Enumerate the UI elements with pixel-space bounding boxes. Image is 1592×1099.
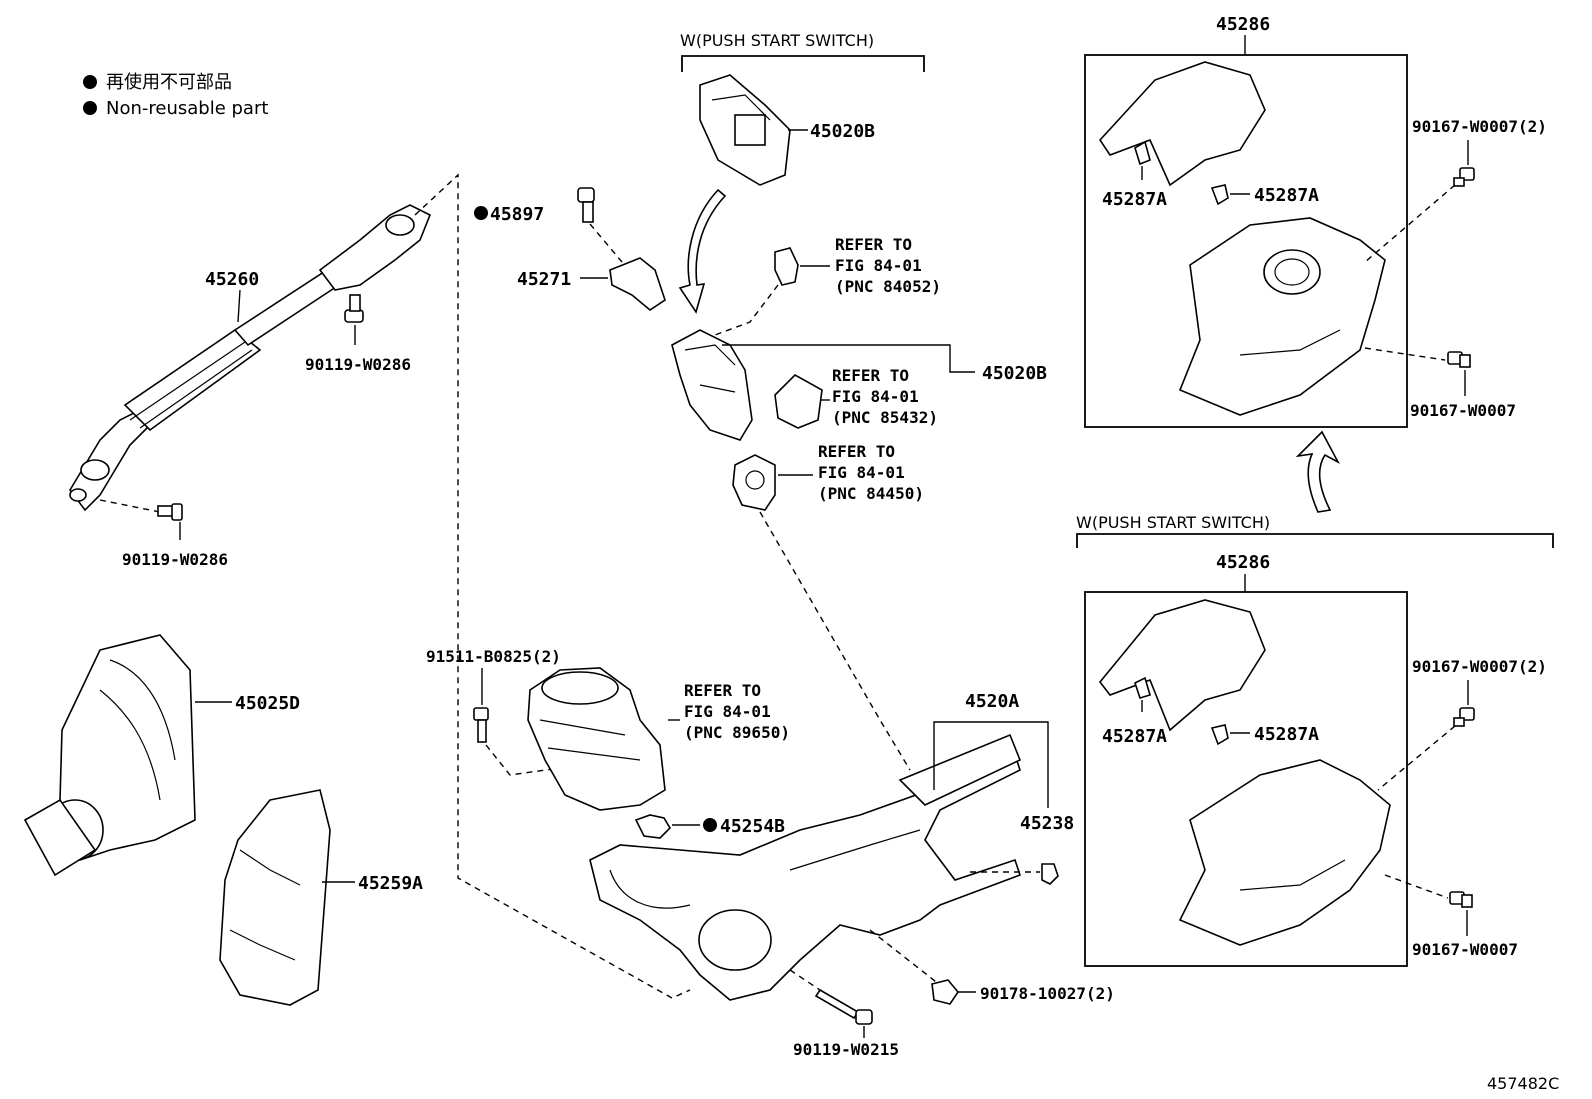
non-reusable-dot-icon bbox=[83, 75, 97, 89]
label-4520A: 4520A bbox=[965, 691, 1019, 712]
group-header-push-start-right: W(PUSH START SWITCH) bbox=[1076, 513, 1270, 532]
column-cover-45259A[interactable] bbox=[219, 789, 331, 1006]
nut-45238[interactable] bbox=[1041, 863, 1059, 885]
label-90119-W0215: 90119-W0215 bbox=[793, 1040, 899, 1059]
label-45287A-tl: 45287A bbox=[1102, 189, 1167, 210]
ref-84450-line3: (PNC 84450) bbox=[818, 484, 924, 503]
label-45025D: 45025D bbox=[235, 693, 300, 714]
label-45897: 45897 bbox=[490, 204, 544, 225]
module-85432[interactable] bbox=[774, 374, 823, 429]
non-reusable-dot-icon bbox=[474, 206, 488, 220]
ignition-switch-45020B-mid[interactable] bbox=[671, 329, 753, 441]
ref-84052-line3: (PNC 84052) bbox=[835, 277, 941, 296]
label-45259A: 45259A bbox=[358, 873, 423, 894]
label-45260: 45260 bbox=[205, 269, 259, 290]
label-45287A-br: 45287A bbox=[1254, 724, 1319, 745]
assembly-arrow-icon bbox=[678, 188, 727, 314]
ignition-switch-45020B-top[interactable] bbox=[699, 74, 791, 186]
assembly-arrow-up-icon bbox=[1295, 430, 1340, 513]
steering-column-4520A[interactable] bbox=[589, 733, 1022, 1001]
legend-english: Non-reusable part bbox=[106, 98, 268, 119]
ref-84450-line1: REFER TO bbox=[818, 442, 895, 461]
clip-45287A-bl[interactable] bbox=[1134, 676, 1151, 699]
clip-45254B[interactable] bbox=[634, 814, 672, 839]
label-91511-B0825: 91511-B0825(2) bbox=[426, 647, 561, 666]
label-90167-W0007-2-bot: 90167-W0007(2) bbox=[1412, 657, 1547, 676]
label-45238: 45238 bbox=[1020, 813, 1074, 834]
ref-84052-line2: FIG 84-01 bbox=[835, 256, 922, 275]
label-45286-bot: 45286 bbox=[1216, 552, 1270, 573]
lower-column-cover-top[interactable] bbox=[1178, 217, 1386, 416]
label-90167-W0007-bot: 90167-W0007 bbox=[1412, 940, 1518, 959]
label-90178-10027: 90178-10027(2) bbox=[980, 984, 1115, 1003]
electric-motor-89650[interactable] bbox=[527, 667, 666, 811]
ref-85432-line2: FIG 84-01 bbox=[832, 387, 919, 406]
label-45287A-bl: 45287A bbox=[1102, 726, 1167, 747]
non-reusable-dot-icon bbox=[83, 101, 97, 115]
label-90167-W0007-2-top: 90167-W0007(2) bbox=[1412, 117, 1547, 136]
lower-column-cover-bot[interactable] bbox=[1178, 759, 1391, 946]
label-45254B: 45254B bbox=[720, 816, 785, 837]
label-45286-top: 45286 bbox=[1216, 14, 1270, 35]
ref-89650-line3: (PNC 89650) bbox=[684, 723, 790, 742]
column-hole-cover-boot[interactable] bbox=[23, 634, 196, 877]
ref-84052-line1: REFER TO bbox=[835, 235, 912, 254]
intermediate-shaft[interactable] bbox=[69, 204, 432, 512]
transponder-ring-84450[interactable] bbox=[732, 454, 776, 511]
group-header-push-start-top: W(PUSH START SWITCH) bbox=[680, 31, 874, 50]
clip-45287A-tr[interactable] bbox=[1210, 184, 1229, 206]
group-box-45286-bot bbox=[1084, 591, 1408, 967]
nut-90178-10027[interactable] bbox=[931, 979, 959, 1005]
ref-85432-line1: REFER TO bbox=[832, 366, 909, 385]
label-45020B-top: 45020B bbox=[810, 121, 875, 142]
ref-89650-line2: FIG 84-01 bbox=[684, 702, 771, 721]
label-45020B-mid: 45020B bbox=[982, 363, 1047, 384]
clip-45287A-tl[interactable] bbox=[1134, 140, 1151, 166]
label-90119-W0286-upper: 90119-W0286 bbox=[305, 355, 411, 374]
upper-column-cover-bot[interactable] bbox=[1098, 599, 1266, 732]
bolt-90119-W0286-lower[interactable] bbox=[157, 503, 183, 521]
screw-90167-W0007-2-top[interactable] bbox=[1453, 167, 1475, 187]
figure-id: 457482C bbox=[1487, 1074, 1559, 1093]
key-cylinder-cover-45271[interactable] bbox=[609, 257, 666, 311]
non-reusable-dot-icon bbox=[703, 818, 717, 832]
ref-85432-line3: (PNC 85432) bbox=[832, 408, 938, 427]
ref-84450-line2: FIG 84-01 bbox=[818, 463, 905, 482]
legend: 再使用不可部品 Non-reusable part bbox=[83, 72, 268, 119]
group-box-45286-top bbox=[1084, 54, 1408, 428]
screw-90167-W0007-top[interactable] bbox=[1447, 351, 1471, 368]
connector-84052[interactable] bbox=[774, 247, 799, 286]
clip-45287A-br[interactable] bbox=[1210, 724, 1229, 746]
label-45271: 45271 bbox=[517, 269, 571, 290]
bolt-91511-B0825[interactable] bbox=[473, 707, 489, 743]
bolt-90119-W0286-upper[interactable] bbox=[344, 294, 364, 323]
label-90119-W0286-lower: 90119-W0286 bbox=[122, 550, 228, 569]
upper-column-cover-top[interactable] bbox=[1098, 61, 1266, 187]
screw-90167-W0007-bot[interactable] bbox=[1449, 891, 1473, 908]
legend-japanese: 再使用不可部品 bbox=[106, 72, 232, 93]
label-90167-W0007-top: 90167-W0007 bbox=[1410, 401, 1516, 420]
ref-89650-line1: REFER TO bbox=[684, 681, 761, 700]
screw-90167-W0007-2-bot[interactable] bbox=[1453, 707, 1475, 727]
bolt-90119-W0215[interactable] bbox=[814, 988, 873, 1025]
bolt-45897[interactable] bbox=[577, 187, 595, 223]
label-45287A-tr: 45287A bbox=[1254, 185, 1319, 206]
